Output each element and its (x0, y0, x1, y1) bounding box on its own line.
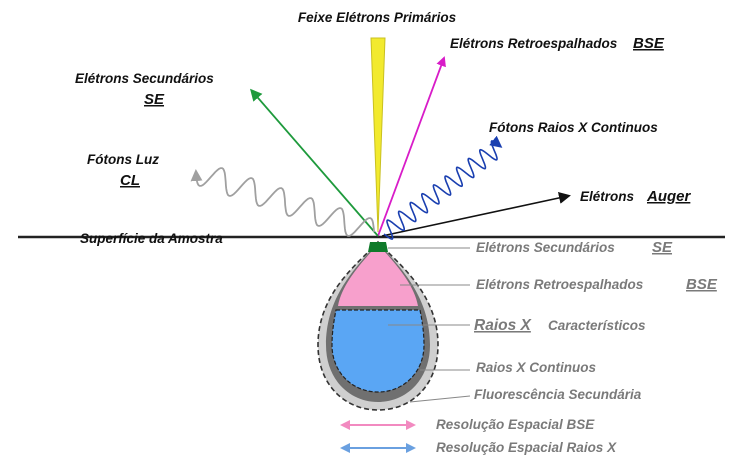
bse-top-abbr: BSE (633, 35, 665, 52)
xray-characteristic-region (331, 309, 425, 393)
cl-top-abbr: CL (120, 172, 140, 189)
light-photon-wave (190, 167, 375, 237)
resolution-bse-arrow (340, 420, 416, 430)
interaction-volume (317, 240, 439, 411)
vol-xray-cont-label: Raios X Continuos (476, 360, 596, 375)
se-top-abbr: SE (144, 91, 165, 108)
primary-beam-label: Feixe Elétrons Primários (298, 10, 457, 25)
vol-xray-char-label: Característicos (548, 318, 646, 333)
leader-fluor (409, 395, 471, 403)
vol-se-label: Elétrons Secundários (476, 240, 615, 255)
se-arrow (250, 88, 379, 237)
res-bse-label: Resolução Espacial BSE (436, 417, 595, 432)
resolution-xray-arrow (340, 443, 416, 453)
vol-bse-abbr: BSE (686, 276, 718, 293)
xray-cont-top-label: Fótons Raios X Continuos (489, 120, 658, 135)
auger-abbr: Auger (646, 188, 692, 205)
surface-label: Superfície da Amostra (80, 231, 223, 246)
vol-se-abbr: SE (652, 239, 673, 256)
vol-xray-abbr: Raios X (474, 317, 533, 334)
se-tip-region (368, 242, 388, 252)
res-xray-label: Resolução Espacial Raios X (436, 440, 617, 455)
cl-top-label: Fótons Luz (87, 152, 159, 167)
xray-photon-wave (383, 135, 503, 240)
primary-beam (370, 37, 386, 233)
se-top-label: Elétrons Secundários (75, 71, 214, 86)
bse-top-label: Elétrons Retroespalhados (450, 36, 618, 51)
vol-bse-label: Elétrons Retroespalhados (476, 277, 644, 292)
auger-arrow (381, 192, 571, 237)
leader-lines (388, 247, 471, 403)
auger-prefix-label: Elétrons (580, 189, 635, 204)
bse-region (338, 244, 418, 306)
bse-arrow (377, 56, 446, 237)
vol-fluor-label: Fluorescência Secundária (474, 387, 642, 402)
